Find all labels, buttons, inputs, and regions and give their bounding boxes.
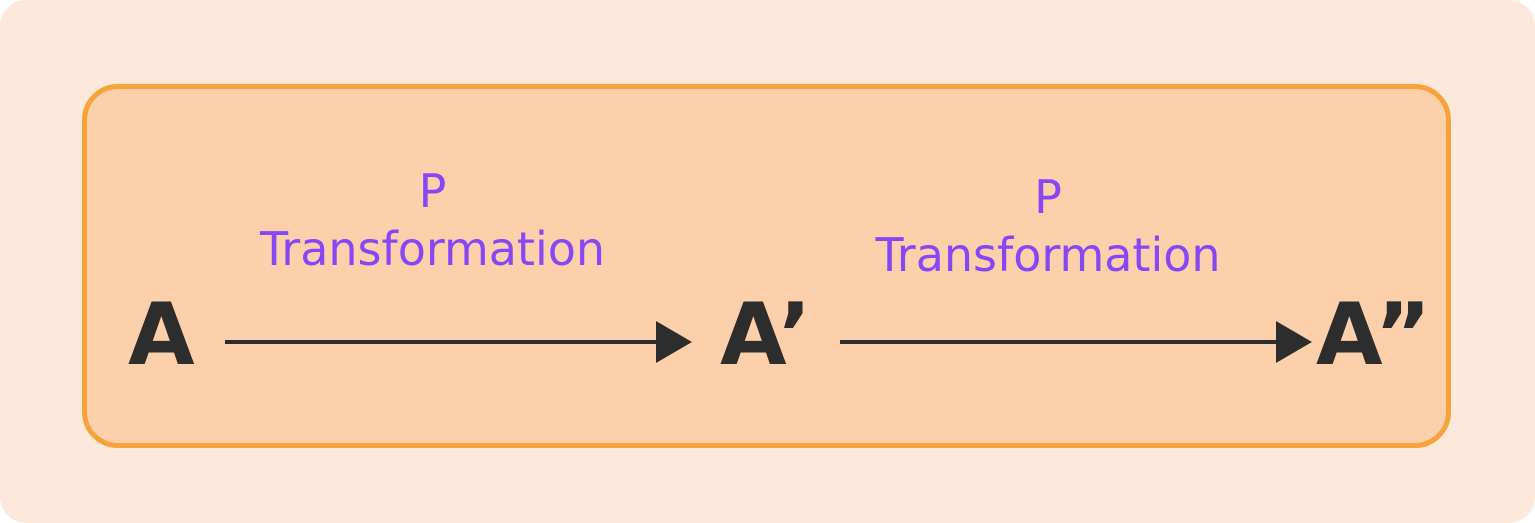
node-a-double-prime: A” <box>1316 285 1432 385</box>
edge-label-2-line2: Transformation <box>875 228 1221 282</box>
arrow-head <box>656 321 692 363</box>
edge-label-1: P Transformation <box>225 162 640 278</box>
edge-label-1-line2: Transformation <box>259 222 606 276</box>
arrow-head <box>1276 321 1312 363</box>
arrow-a-to-a-prime <box>225 321 692 363</box>
arrow-a-prime-to-a-double-prime <box>840 321 1312 363</box>
edge-label-1-line1: P <box>418 164 447 218</box>
node-a-prime: A’ <box>720 285 812 385</box>
diagram-panel <box>82 84 1451 448</box>
edge-label-2-line1: P <box>1034 170 1062 224</box>
edge-label-2: P Transformation <box>858 168 1238 284</box>
node-a: A <box>128 285 195 385</box>
